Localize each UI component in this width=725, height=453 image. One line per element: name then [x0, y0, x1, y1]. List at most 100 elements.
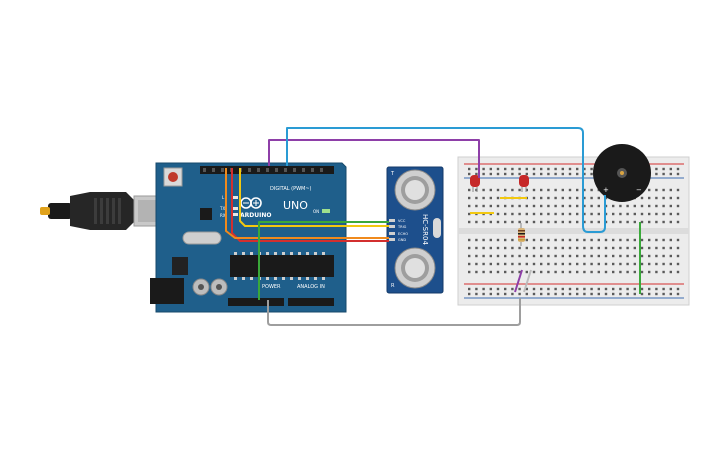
breadboard-hole[interactable]	[655, 287, 658, 291]
breadboard-hole[interactable]	[655, 167, 658, 171]
breadboard-hole[interactable]	[640, 196, 644, 200]
wire-orange[interactable]	[225, 168, 389, 239]
breadboard-hole[interactable]	[648, 188, 651, 192]
breadboard-hole[interactable]	[633, 262, 636, 266]
breadboard-hole[interactable]	[655, 238, 658, 242]
breadboard-hole[interactable]	[583, 196, 586, 200]
breadboard-hole[interactable]	[468, 254, 471, 258]
breadboard-hole[interactable]	[504, 287, 507, 291]
breadboard-hole[interactable]	[633, 238, 636, 242]
breadboard-hole[interactable]	[540, 220, 543, 224]
breadboard-hole[interactable]	[525, 254, 528, 258]
wire-purple-jumper[interactable]	[514, 269, 523, 293]
breadboard-hole[interactable]	[662, 220, 665, 224]
breadboard-hole[interactable]	[576, 238, 579, 242]
breadboard-hole[interactable]	[468, 246, 471, 250]
breadboard-hole[interactable]	[561, 196, 564, 200]
breadboard-hole[interactable]	[676, 172, 680, 176]
breadboard-hole[interactable]	[669, 167, 672, 171]
breadboard-hole[interactable]	[662, 238, 665, 242]
breadboard-hole[interactable]	[604, 262, 608, 266]
breadboard-hole[interactable]	[475, 172, 478, 176]
breadboard-hole[interactable]	[554, 270, 557, 274]
breadboard-hole[interactable]	[583, 287, 586, 291]
breadboard-hole[interactable]	[561, 292, 564, 296]
breadboard-hole[interactable]	[597, 292, 600, 296]
breadboard-hole[interactable]	[597, 220, 600, 224]
breadboard-hole[interactable]	[561, 254, 564, 258]
breadboard-hole[interactable]	[655, 172, 658, 176]
breadboard-hole[interactable]	[532, 204, 536, 208]
breadboard-hole[interactable]	[662, 254, 665, 258]
breadboard-hole[interactable]	[612, 204, 615, 208]
breadboard-hole[interactable]	[554, 220, 557, 224]
breadboard-hole[interactable]	[482, 220, 485, 224]
breadboard-hole[interactable]	[532, 172, 536, 176]
breadboard-hole[interactable]	[547, 238, 550, 242]
breadboard-hole[interactable]	[633, 204, 636, 208]
breadboard-hole[interactable]	[554, 262, 557, 266]
sensor-pins[interactable]	[389, 219, 395, 241]
breadboard-hole[interactable]	[504, 246, 507, 250]
breadboard-hole[interactable]	[511, 238, 514, 242]
breadboard-hole[interactable]	[640, 270, 644, 274]
breadboard-hole[interactable]	[612, 246, 615, 250]
breadboard-hole[interactable]	[583, 220, 586, 224]
breadboard-hole[interactable]	[468, 220, 471, 224]
breadboard-hole[interactable]	[482, 246, 485, 250]
breadboard-hole[interactable]	[511, 172, 514, 176]
breadboard-hole[interactable]	[525, 287, 528, 291]
breadboard-hole[interactable]	[496, 172, 500, 176]
resistor[interactable]	[518, 223, 525, 246]
breadboard-hole[interactable]	[504, 254, 507, 258]
breadboard-hole[interactable]	[619, 204, 622, 208]
breadboard-hole[interactable]	[669, 196, 672, 200]
breadboard-hole[interactable]	[590, 287, 593, 291]
breadboard-hole[interactable]	[662, 204, 665, 208]
led-1[interactable]	[470, 175, 480, 192]
breadboard-hole[interactable]	[496, 220, 500, 224]
power-jack[interactable]	[150, 278, 184, 304]
breadboard-hole[interactable]	[489, 254, 492, 258]
breadboard-hole[interactable]	[669, 212, 672, 216]
breadboard-hole[interactable]	[482, 287, 485, 291]
power-header[interactable]	[228, 298, 284, 306]
breadboard-hole[interactable]	[518, 254, 521, 258]
breadboard-hole[interactable]	[655, 262, 658, 266]
breadboard-hole[interactable]	[662, 287, 665, 291]
breadboard-hole[interactable]	[489, 287, 492, 291]
breadboard-hole[interactable]	[648, 212, 651, 216]
breadboard-hole[interactable]	[511, 188, 514, 192]
breadboard-hole[interactable]	[568, 246, 572, 250]
breadboard-hole[interactable]	[489, 220, 492, 224]
breadboard-hole[interactable]	[669, 287, 672, 291]
breadboard-hole[interactable]	[604, 292, 608, 296]
hc-sr04-sensor[interactable]: HC-SR04 T R VCC TRIG ECHO GND	[386, 166, 444, 294]
breadboard-hole[interactable]	[525, 292, 528, 296]
breadboard-hole[interactable]	[504, 167, 507, 171]
breadboard-hole[interactable]	[482, 188, 485, 192]
breadboard-hole[interactable]	[518, 246, 521, 250]
breadboard-hole[interactable]	[532, 270, 536, 274]
breadboard-hole[interactable]	[468, 167, 471, 171]
breadboard-hole[interactable]	[496, 246, 500, 250]
breadboard-hole[interactable]	[554, 212, 557, 216]
breadboard-hole[interactable]	[655, 270, 658, 274]
breadboard-hole[interactable]	[576, 270, 579, 274]
breadboard-hole[interactable]	[540, 262, 543, 266]
breadboard-hole[interactable]	[619, 287, 622, 291]
breadboard-hole[interactable]	[576, 172, 579, 176]
breadboard-hole[interactable]	[547, 254, 550, 258]
breadboard-hole[interactable]	[540, 212, 543, 216]
breadboard-hole[interactable]	[496, 204, 500, 208]
breadboard-hole[interactable]	[504, 270, 507, 274]
breadboard-hole[interactable]	[561, 188, 564, 192]
breadboard-hole[interactable]	[568, 204, 572, 208]
breadboard-hole[interactable]	[583, 246, 586, 250]
breadboard-hole[interactable]	[568, 212, 572, 216]
breadboard-hole[interactable]	[489, 204, 492, 208]
breadboard-hole[interactable]	[576, 196, 579, 200]
breadboard-hole[interactable]	[475, 238, 478, 242]
breadboard-hole[interactable]	[482, 172, 485, 176]
breadboard-hole[interactable]	[561, 172, 564, 176]
